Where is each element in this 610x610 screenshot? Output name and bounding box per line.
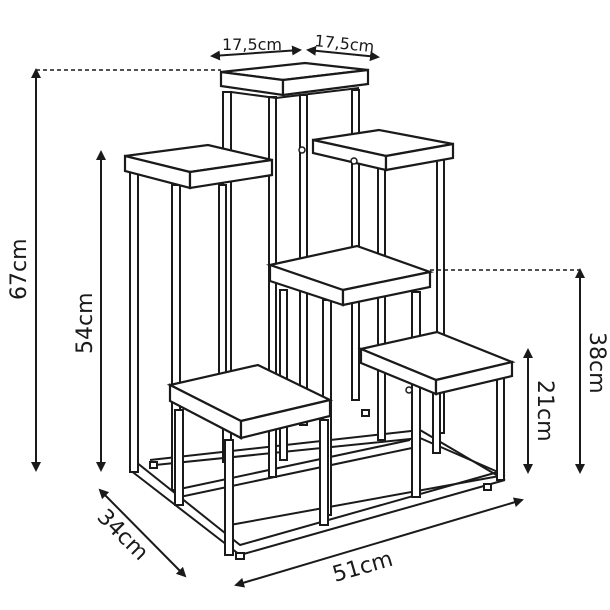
shelf-left-high: [123, 143, 274, 491]
dimension-right-low-height: 21cm: [523, 348, 557, 474]
shelf-right-back: [298, 128, 455, 441]
label-top-width-a: 17,5cm: [222, 35, 282, 54]
base-frame: [129, 429, 506, 556]
shelf-right-low: [357, 330, 516, 481]
label-right-low-height: 21cm: [532, 380, 557, 442]
label-width: 51cm: [330, 547, 396, 588]
shelf-left-low: [166, 363, 334, 556]
label-total-height: 67cm: [7, 238, 32, 300]
dimension-total-height: 67cm: [7, 68, 221, 472]
dimension-left-height: 54cm: [73, 150, 106, 472]
label-left-height: 54cm: [73, 292, 98, 354]
label-right-mid-height: 38cm: [584, 332, 609, 394]
dimension-top-width-b: 17,5cm: [306, 31, 380, 62]
dimension-top-width-a: 17,5cm: [210, 35, 302, 61]
dimension-right-mid-height: 38cm: [430, 268, 609, 474]
